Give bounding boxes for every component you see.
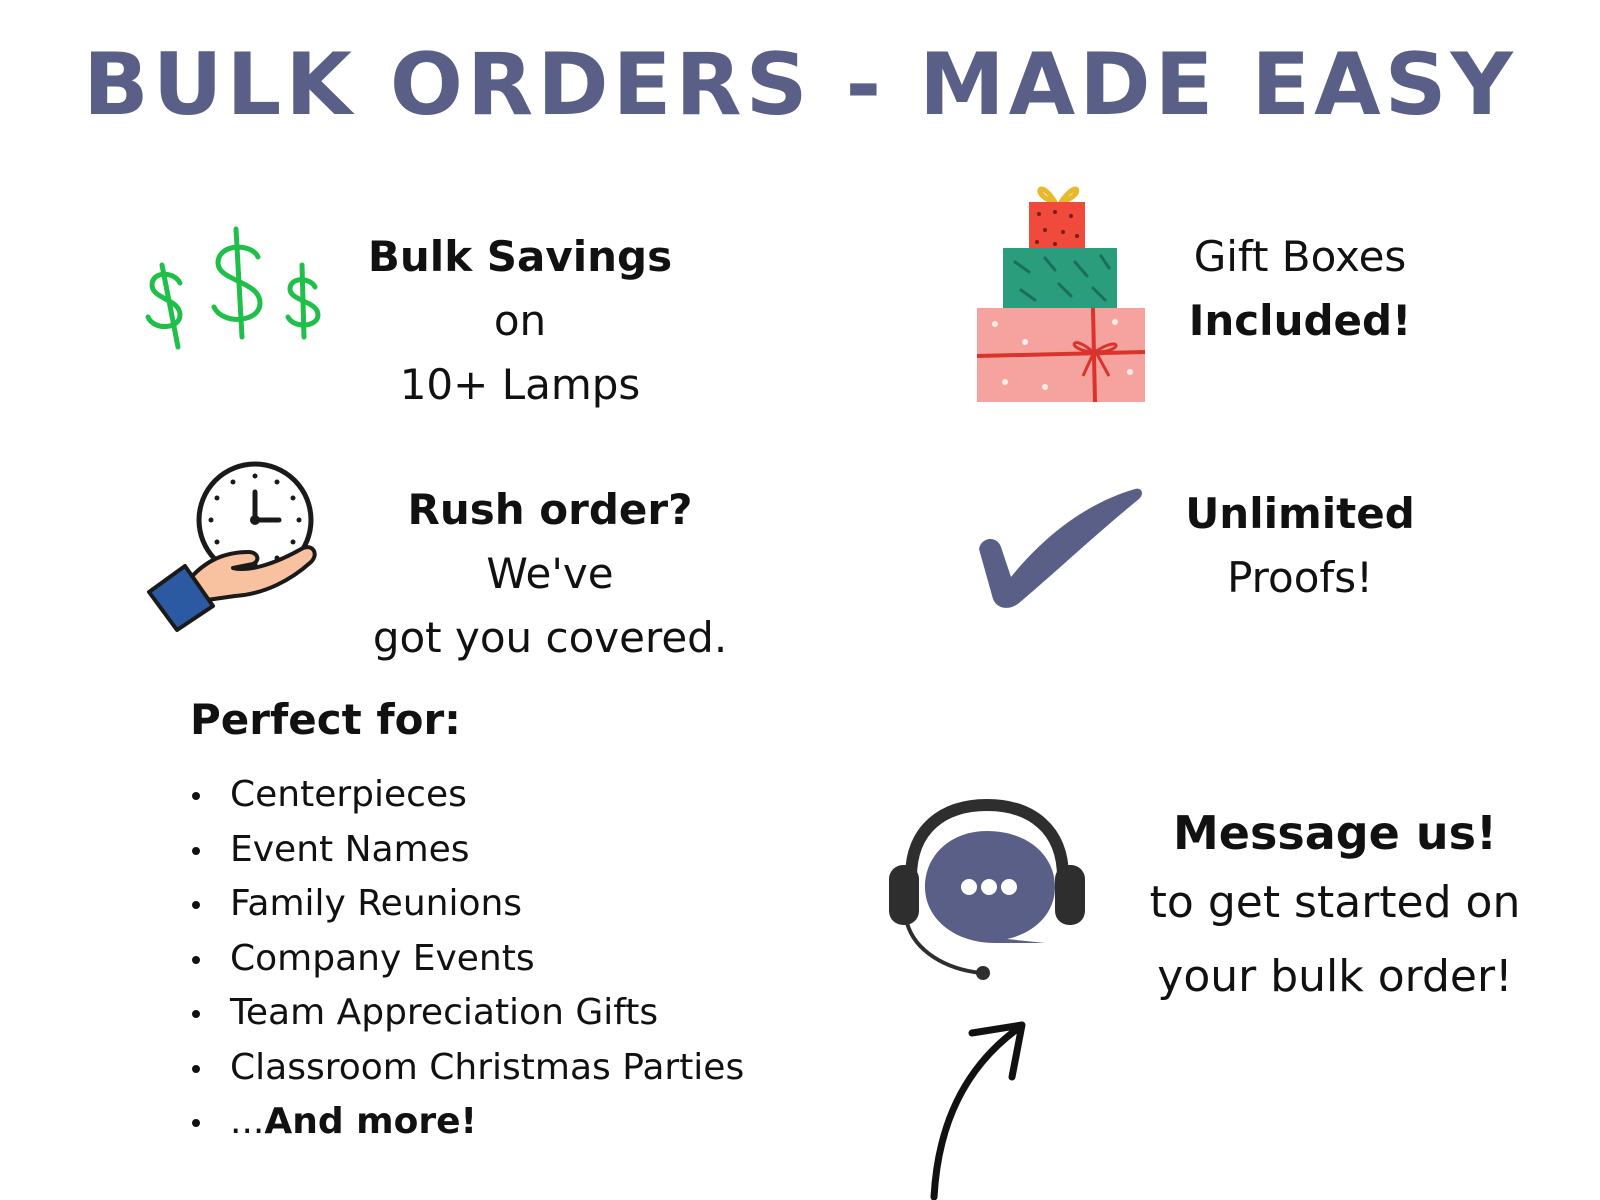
- list-item: Centerpieces: [190, 768, 744, 823]
- perfect-for-heading: Perfect for:: [190, 695, 461, 744]
- clock-hand-icon: [147, 461, 317, 632]
- proofs-line2: Proofs!: [1227, 553, 1373, 602]
- gift-boxes-text: Gift Boxes Included!: [1150, 225, 1450, 353]
- curved-arrow-icon: [930, 1021, 1026, 1200]
- gift-boxes-line2: Included!: [1188, 296, 1412, 345]
- list-item: Company Events: [190, 932, 744, 987]
- rush-order-rest: We've: [486, 549, 614, 598]
- gift-boxes-icon: [976, 186, 1146, 403]
- dollar-signs-icon: [145, 226, 321, 350]
- rush-order-text: Rush order? We've got you covered.: [340, 478, 760, 670]
- bulk-savings-rest: on: [493, 296, 547, 345]
- rush-order-bold: Rush order?: [407, 485, 693, 534]
- contact-block: Message us! to get started on your bulk …: [1135, 800, 1535, 1014]
- perfect-for-list: Centerpieces Event Names Family Reunions…: [190, 768, 744, 1150]
- bulk-savings-text: Bulk Savings on 10+ Lamps: [340, 225, 700, 417]
- bulk-savings-bold: Bulk Savings: [367, 232, 673, 281]
- list-item-and-more: ...And more!: [190, 1095, 744, 1150]
- bulk-savings-line2: 10+ Lamps: [399, 360, 641, 409]
- list-item: Family Reunions: [190, 877, 744, 932]
- rush-order-line2: got you covered.: [372, 613, 728, 662]
- proofs-text: Unlimited Proofs!: [1150, 482, 1450, 610]
- list-item: Classroom Christmas Parties: [190, 1041, 744, 1096]
- contact-line1: to get started on: [1149, 877, 1521, 928]
- proofs-line1: Unlimited: [1185, 489, 1415, 538]
- list-item: Event Names: [190, 823, 744, 878]
- page-title: BULK ORDERS - MADE EASY: [83, 35, 1517, 135]
- list-item: Team Appreciation Gifts: [190, 986, 744, 1041]
- checkmark-icon: [979, 488, 1142, 608]
- contact-line2: your bulk order!: [1157, 951, 1513, 1002]
- contact-title: Message us!: [1172, 806, 1498, 860]
- headset-chat-icon: [889, 798, 1085, 980]
- gift-boxes-line1: Gift Boxes: [1193, 232, 1407, 281]
